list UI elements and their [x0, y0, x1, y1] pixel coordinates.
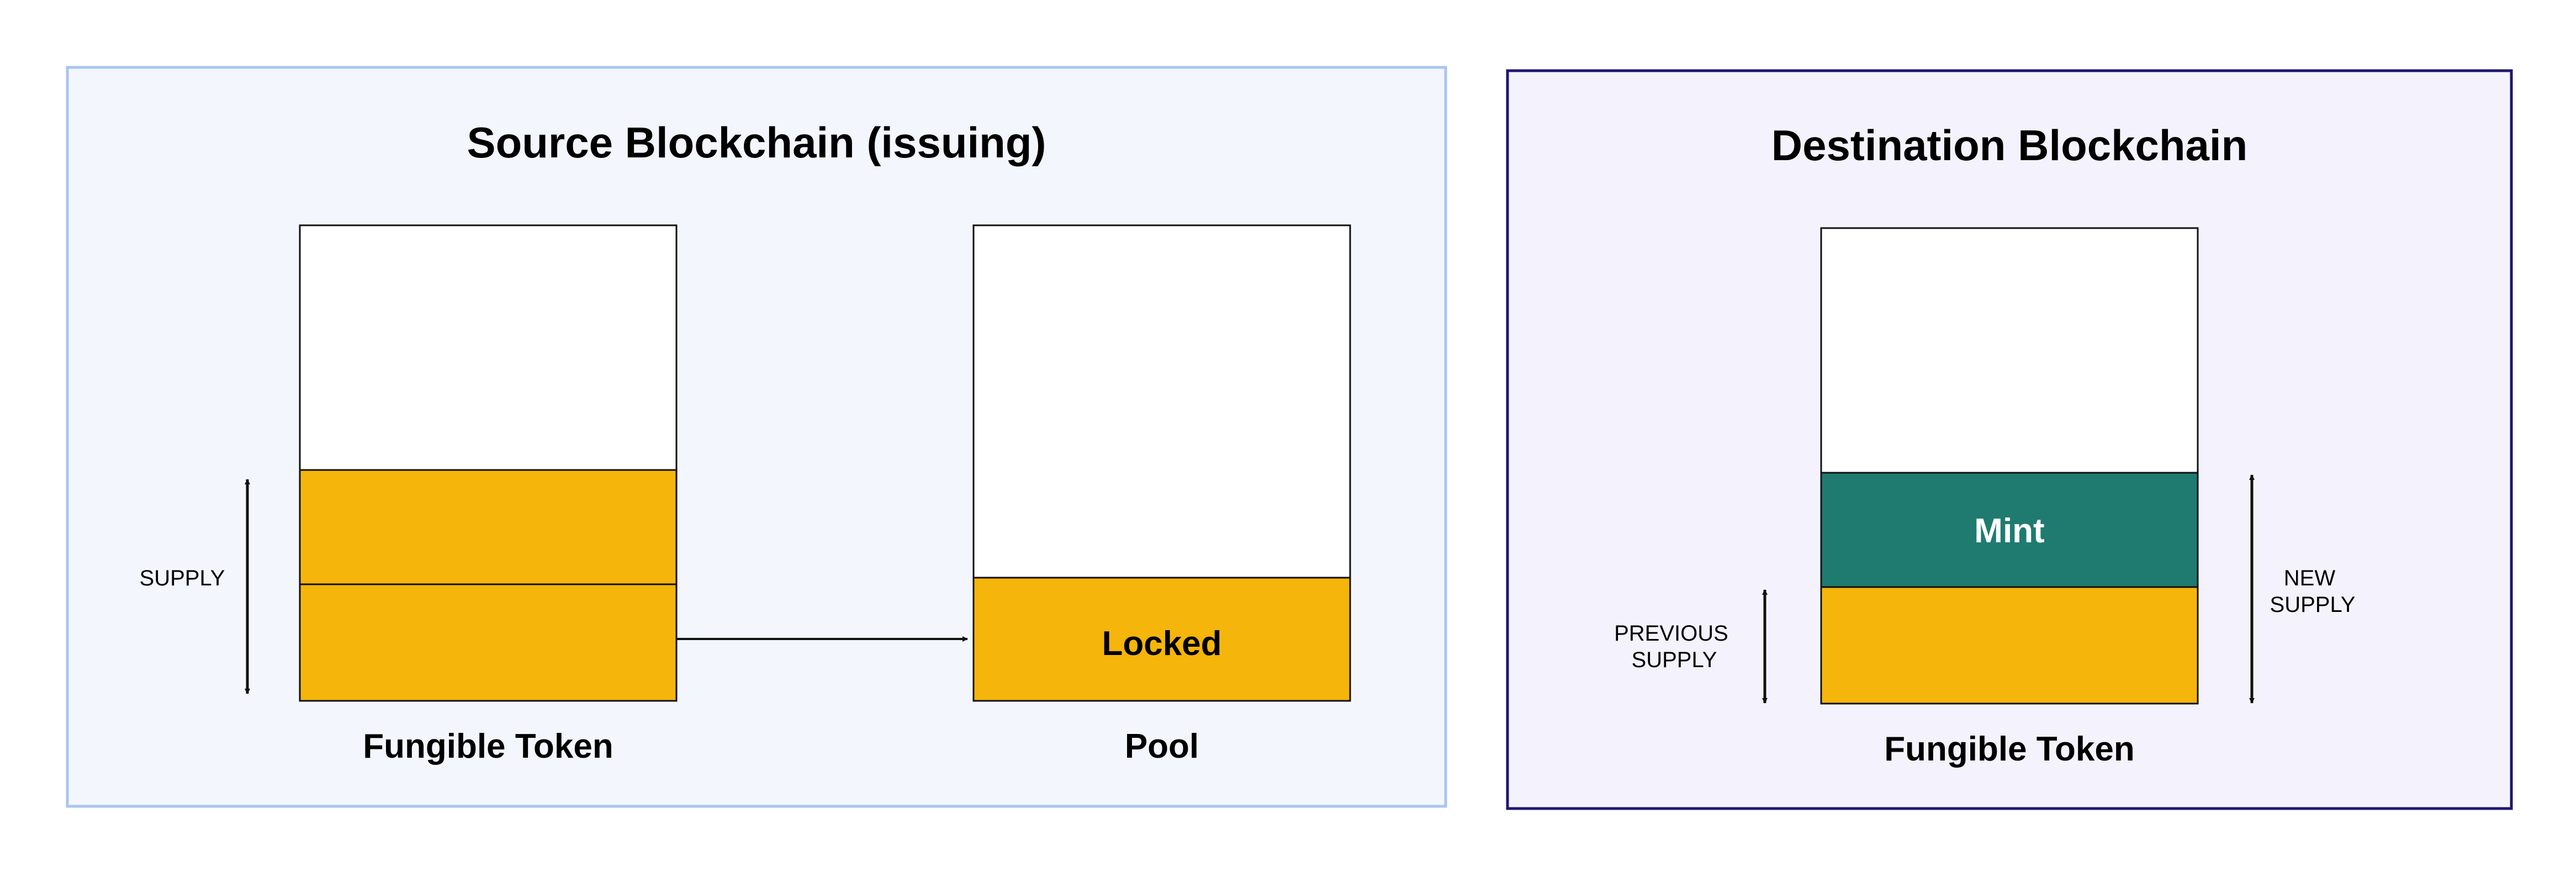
new-supply-line-1: NEW [2284, 566, 2336, 590]
previous-supply-line-1: PREVIOUS [1614, 621, 1728, 646]
new-supply-label: NEW SUPPLY [2270, 566, 2356, 617]
source-token-supply-upper [299, 469, 678, 585]
pool-locked-block [972, 577, 1351, 702]
locked-label: Locked [1102, 625, 1221, 663]
dest-token-mint-block [1820, 472, 2199, 588]
previous-supply-label: PREVIOUS SUPPLY [1614, 621, 1734, 672]
source-token-caption: Fungible Token [363, 727, 613, 765]
pool-empty [972, 224, 1351, 579]
destination-title: Destination Blockchain [1771, 121, 2248, 170]
supply-label: SUPPLY [140, 566, 225, 590]
mint-label: Mint [1974, 512, 2044, 550]
new-supply-line-2: SUPPLY [2270, 593, 2356, 617]
dest-token-previous-supply [1820, 586, 2199, 705]
source-title: Source Blockchain (issuing) [467, 118, 1046, 167]
dest-token-empty [1820, 227, 2199, 474]
previous-supply-line-2: SUPPLY [1632, 648, 1717, 672]
pool-caption: Pool [1125, 727, 1199, 765]
source-token-empty [299, 224, 678, 471]
dest-token-caption: Fungible Token [1884, 730, 2135, 768]
source-token-supply-lower [299, 583, 678, 702]
